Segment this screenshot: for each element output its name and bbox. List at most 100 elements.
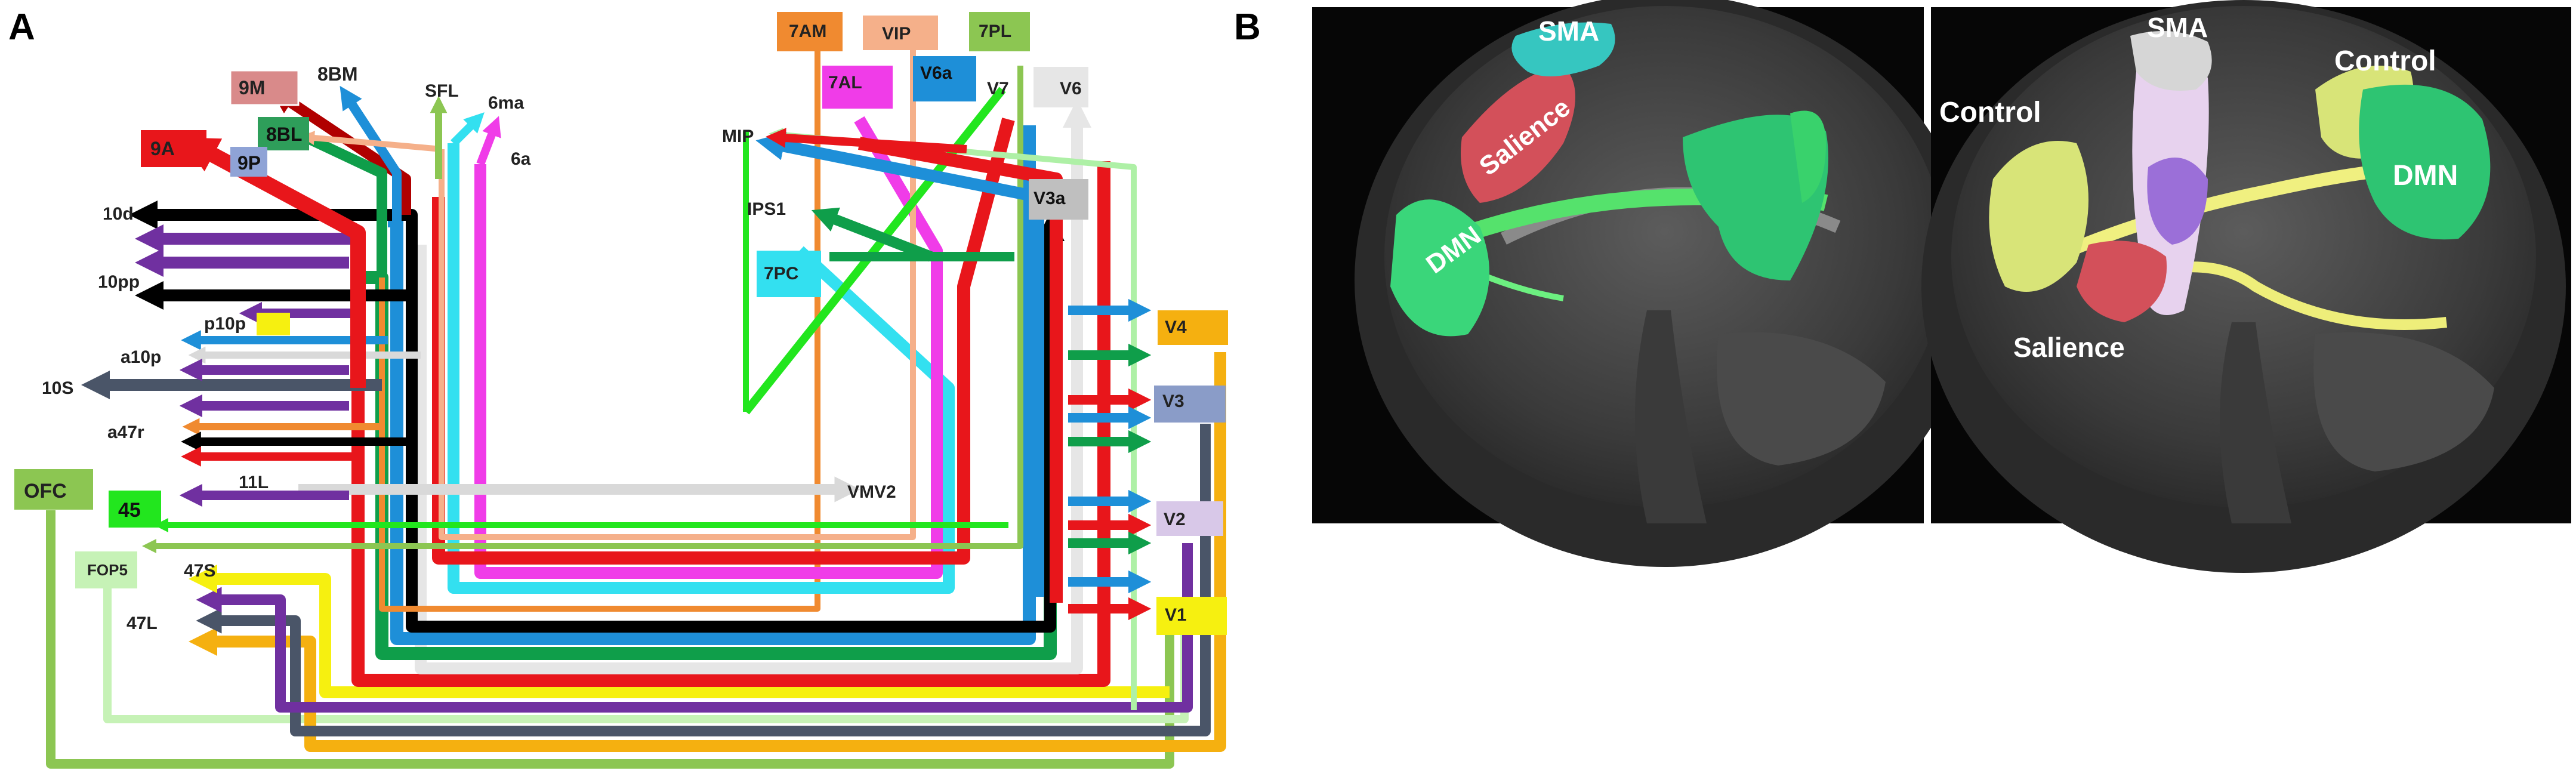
- label-47s: 47S: [184, 561, 215, 581]
- box-7am: [777, 12, 843, 51]
- box-fop5: [75, 551, 137, 588]
- box-7pc: [757, 251, 821, 297]
- label-6ma: 6ma: [488, 93, 524, 113]
- label-v7: V7: [987, 79, 1009, 98]
- tract-purple-10d: [134, 224, 358, 254]
- label-v1: V1: [1165, 605, 1187, 625]
- label-a47r: a47r: [107, 423, 144, 442]
- box-8bl: [258, 117, 309, 150]
- box-v3: [1154, 386, 1226, 423]
- box-9m: [229, 69, 300, 106]
- label-v6a: V6a: [920, 63, 952, 83]
- cerebellum-left: [1717, 332, 1886, 465]
- box-v4: [1158, 310, 1228, 345]
- tract-green-ips1: [811, 207, 933, 262]
- dmn-label-right: DMN: [2393, 160, 2458, 192]
- mri-right: SMA Control Control DMN Salience: [1921, 0, 2571, 573]
- tract-green-7pc: [742, 87, 1006, 415]
- tract-cyan-6ma: [451, 112, 485, 146]
- sma-label-right: SMA: [2147, 12, 2208, 43]
- region-boxes: [14, 12, 1228, 635]
- tract-peach-vip: [439, 24, 916, 540]
- label-vmv2: VMV2: [847, 482, 896, 502]
- label-v3a: V3a: [1034, 189, 1066, 208]
- label-11l: 11L: [239, 473, 269, 492]
- box-9a: [141, 130, 206, 167]
- label-fop5: FOP5: [87, 561, 128, 579]
- control-blob-left: [1989, 141, 2088, 292]
- label-9m: 9M: [239, 77, 265, 98]
- cerebellum-right: [2313, 332, 2494, 471]
- box-7pl: [969, 12, 1030, 51]
- brainstem-right: [2220, 322, 2291, 523]
- salience-label-right: Salience: [2013, 332, 2125, 363]
- tract-darkred-9m: [270, 88, 411, 215]
- control-label-left: Control: [1939, 97, 2041, 128]
- box-v6: [1034, 67, 1088, 107]
- tract-peach-9p: [300, 131, 442, 152]
- box-v1: [1156, 597, 1227, 635]
- tract-magenta-6a: [476, 116, 501, 166]
- label-7pl: 7PL: [979, 21, 1011, 41]
- label-7al: 7AL: [828, 73, 862, 93]
- tract-v1-yellow: [188, 564, 1170, 698]
- salience-blob-left: [1461, 66, 1575, 203]
- box-v2: [1156, 501, 1223, 536]
- label-a10p: a10p: [121, 347, 161, 367]
- label-sfl: SFL: [425, 81, 459, 101]
- label-vip: VIP: [882, 24, 911, 44]
- label-7am: 7AM: [789, 21, 826, 41]
- label-10d: 10d: [103, 204, 134, 224]
- panel-b-label: B: [1234, 7, 1261, 48]
- label-8bl: 8BL: [266, 124, 302, 145]
- box-v6a: [913, 56, 976, 101]
- tract-red-mip: [766, 128, 967, 153]
- tract-blue-8bm: [340, 85, 402, 221]
- label-v3: V3: [1162, 391, 1184, 411]
- label-ofc: OFC: [24, 480, 67, 502]
- label-45: 45: [118, 499, 141, 522]
- tract-red-long: [351, 161, 1110, 687]
- sma-blob-right: [2130, 31, 2212, 91]
- tract-pathways: [46, 24, 1226, 769]
- sma-blob-left: [1511, 22, 1615, 76]
- label-10s: 10S: [42, 378, 73, 398]
- tract-47s-v2: [196, 543, 1193, 713]
- dmn-posterior-left: [1790, 110, 1826, 203]
- label-9a: 9A: [150, 138, 175, 159]
- label-v2: V2: [1164, 510, 1186, 529]
- salience-blob-right: [2077, 241, 2167, 322]
- label-mip: MIP: [722, 127, 754, 146]
- control-label-right: Control: [2334, 45, 2436, 77]
- label-8bm: 8BM: [317, 63, 358, 85]
- label-p10p: p10p: [204, 314, 246, 334]
- label-9p: 9P: [237, 152, 261, 174]
- tract-light-grey-long: [415, 98, 1092, 674]
- label-ips1: IPS1: [747, 199, 786, 219]
- mri-left: SMA Salience DMN: [1312, 0, 1975, 567]
- label-47l: 47L: [127, 613, 158, 633]
- tract-magenta-7al: [474, 116, 943, 579]
- label-v6: V6: [1060, 79, 1082, 98]
- box-vip: [863, 16, 938, 50]
- brainstem-left: [1635, 310, 1707, 523]
- tract-cyan-7pc: [448, 143, 955, 594]
- box-9p: [230, 147, 267, 177]
- box-v3a: [1029, 179, 1088, 220]
- panel-a-label: A: [8, 7, 35, 48]
- tract-lightgreen-7pl: [141, 66, 1023, 554]
- dmn-blob-front-left: [1390, 199, 1489, 337]
- label-v4: V4: [1165, 317, 1187, 337]
- label-10pp: 10pp: [98, 272, 140, 292]
- box-p10p: [257, 313, 290, 335]
- purple-blob-right: [2147, 158, 2208, 245]
- dmn-blob-right: [2359, 84, 2491, 240]
- label-6a: 6a: [511, 149, 531, 169]
- dmn-blob-back-left: [1683, 115, 1828, 281]
- box-45: [109, 491, 161, 528]
- label-7pc: 7PC: [764, 264, 798, 283]
- region-labels: 9M 8BM SFL 6ma 6a 8BL 9P 9A 10d 10pp p10…: [24, 21, 1187, 633]
- box-7al: [822, 66, 893, 109]
- box-ofc: [14, 469, 93, 510]
- sma-label-left: SMA: [1538, 16, 1599, 47]
